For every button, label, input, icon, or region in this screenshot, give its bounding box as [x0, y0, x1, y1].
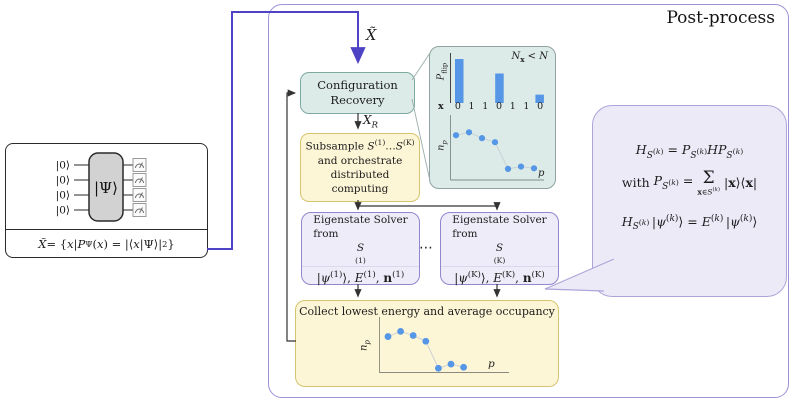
data-point	[422, 337, 430, 345]
data-point	[384, 333, 392, 340]
meter-arc	[135, 178, 144, 184]
solver-1-outputs: |ψ(1)⟩, E(1), n(1)	[302, 265, 419, 289]
meter-arc	[135, 193, 144, 199]
x-row-value: 0	[454, 101, 461, 112]
scatter-y-axis-label: np	[435, 140, 449, 151]
scatter-points-layer	[452, 129, 538, 172]
summation: Σ x∈S(k)	[697, 167, 720, 196]
x-row-header: x	[438, 101, 444, 112]
data-point	[478, 135, 486, 142]
data-point	[397, 327, 404, 335]
data-point	[460, 363, 467, 371]
flip-probability-bar-chart	[450, 53, 544, 103]
sum-limits: x∈S(k)	[697, 186, 720, 196]
data-point	[491, 139, 499, 146]
data-point	[435, 364, 442, 372]
measurement-icons-layer	[132, 158, 147, 217]
bar	[535, 94, 544, 103]
meter-needle	[139, 207, 143, 214]
collect-results-box: Collect lowest energy and average occupa…	[295, 300, 559, 387]
data-point	[452, 132, 460, 139]
inset-annotation: Nx < N	[511, 51, 548, 64]
eq2-lhs: PS(k) =	[653, 173, 694, 192]
data-point	[409, 332, 417, 339]
measurement-icon	[132, 188, 147, 202]
solver-ellipsis: ⋯	[419, 240, 434, 256]
equation-projector-definition: with PS(k) = Σ x∈S(k) |x⟩⟨x|	[621, 167, 758, 196]
meter-arc	[135, 163, 144, 169]
meter-arc	[135, 208, 144, 214]
gate-label: |Ψ⟩	[94, 179, 118, 197]
data-point	[504, 165, 512, 172]
solver-k-outputs: |ψ(K)⟩, E(K), n(K)	[441, 265, 558, 289]
equation-projected-hamiltonian: HS(k) = PS(k)HPS(k)	[635, 142, 744, 161]
trend-line	[455, 131, 535, 170]
x-row-value: 1	[509, 101, 516, 112]
x-row-value: 1	[468, 101, 475, 112]
measurement-icon	[132, 173, 147, 187]
occupancy-scatter-small	[450, 115, 544, 181]
sigma-symbol: Σ	[702, 167, 715, 188]
x-row-value: 1	[482, 101, 489, 112]
x-row-value: 0	[537, 101, 544, 112]
data-point	[517, 163, 525, 170]
measurement-icon	[132, 158, 147, 172]
meter-needle	[139, 192, 143, 199]
collect-x-axis-label: p	[488, 358, 495, 370]
measurement-icon	[132, 203, 147, 217]
x-row-value: 0	[495, 101, 503, 112]
collect-scatter-layer	[384, 327, 467, 372]
data-point	[465, 129, 473, 136]
recovered-samples-label: XR	[363, 113, 379, 131]
qubit-label: |0⟩	[56, 205, 70, 218]
bar	[495, 73, 504, 103]
qubit-label: |0⟩	[56, 190, 70, 203]
quantum-circuit-diagram: |0⟩ |0⟩ |0⟩ |0⟩ |Ψ⟩	[56, 152, 147, 222]
qubit-label: |0⟩	[56, 160, 70, 173]
eq2-prefix: with	[621, 175, 650, 190]
data-point	[530, 165, 538, 172]
bars-layer	[455, 59, 544, 103]
projected-hamiltonian-bubble: HS(k) = PS(k)HPS(k) with PS(k) = Σ x∈S(k…	[592, 105, 787, 297]
occupancy-scatter-large	[379, 317, 509, 373]
bar	[455, 59, 464, 103]
meter-needle	[139, 177, 143, 184]
collect-title: Collect lowest energy and average occupa…	[299, 305, 555, 318]
input-samples-label: X̃	[366, 28, 377, 44]
scatter-x-axis-label: p	[538, 168, 545, 179]
x-row-value: 1	[523, 101, 530, 112]
state-prep-gate	[88, 152, 124, 222]
collect-y-axis-label: np	[358, 339, 372, 352]
meter-needle	[139, 162, 143, 169]
eq2-rhs: |x⟩⟨x|	[724, 175, 758, 190]
data-point	[447, 360, 455, 368]
post-process-title: Post-process	[666, 8, 775, 28]
qubit-label: |0⟩	[56, 175, 70, 188]
equation-eigenvalue-problem: HS(k) |ψ(k)⟩ = E(k) |ψ(k)⟩	[621, 213, 758, 233]
